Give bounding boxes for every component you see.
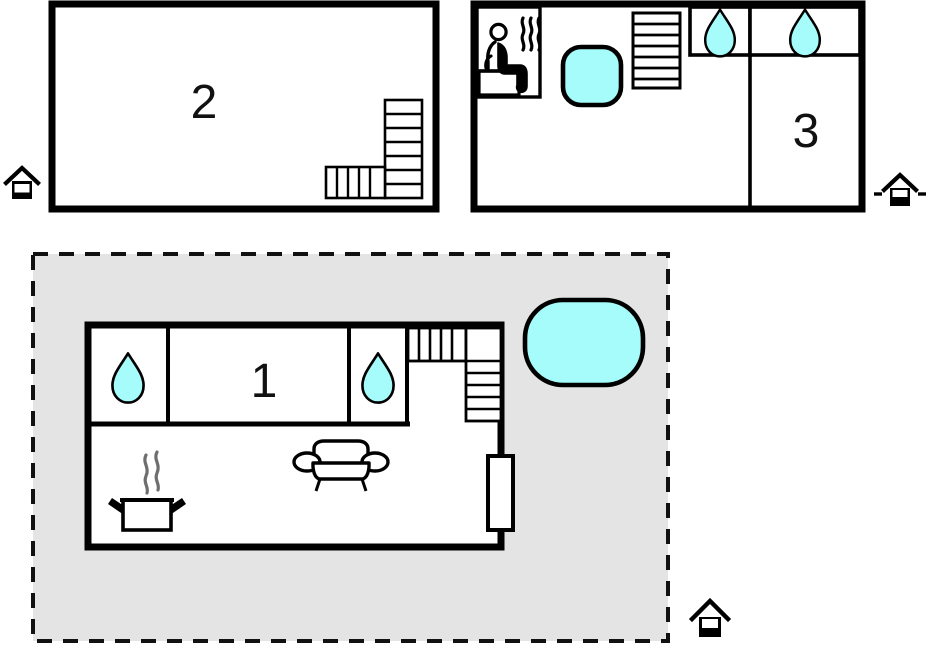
- bathroom-compartment-left: [111, 325, 170, 424]
- staircase-icon: [324, 98, 424, 200]
- sofa-icon: [292, 439, 390, 492]
- staircase-icon: [406, 326, 503, 423]
- floor-1-label: 1: [251, 355, 278, 408]
- floor-3-group[interactable]: 3: [470, 0, 866, 213]
- staircase-icon: [631, 11, 682, 90]
- swimming-pool-icon: [522, 297, 646, 388]
- sauna-icon: [475, 5, 542, 99]
- door-icon: [486, 454, 515, 532]
- floor-1-outline: [84, 321, 505, 551]
- bathroom-compartment-left: [688, 5, 752, 58]
- house-entrance-icon-floor-1: [688, 597, 732, 637]
- floor-3-label: 3: [793, 105, 820, 158]
- cooking-pot-icon: [108, 450, 186, 532]
- bathroom-compartment-right: [748, 5, 862, 58]
- hot-tub-icon: [560, 44, 624, 108]
- house-entrance-icon-floor-3: [874, 172, 926, 206]
- floor-1-group[interactable]: 1: [84, 321, 515, 551]
- house-entrance-icon-floor-2: [0, 168, 44, 199]
- floor-2-label: 2: [191, 76, 218, 129]
- floor-2-group[interactable]: 2: [48, 0, 440, 213]
